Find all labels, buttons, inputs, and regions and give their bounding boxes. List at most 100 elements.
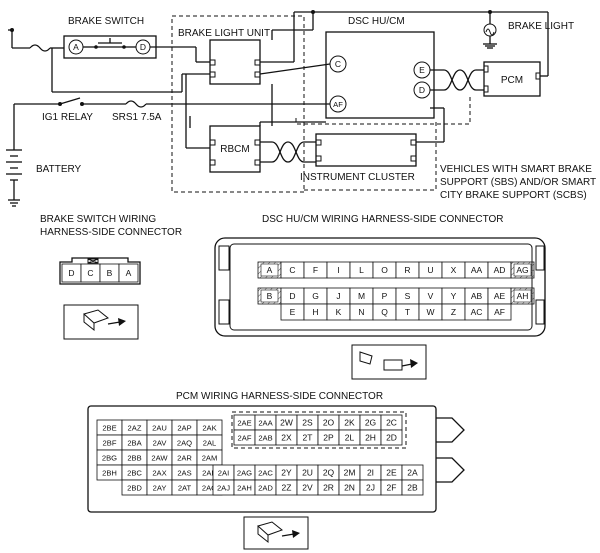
connector-pin-label: 2Y <box>281 468 292 478</box>
connector-pin-label: 2AV <box>153 439 168 448</box>
connector-pin-label: 2X <box>281 433 292 443</box>
pcm-connector-view-icon <box>243 516 309 550</box>
connector-pin-label: H <box>312 307 318 317</box>
rbcm-box <box>209 125 261 173</box>
can-twisted-pair-upper <box>430 69 484 91</box>
connector-pin-label: 2S <box>302 418 313 428</box>
connector-pin-label: 2AB <box>258 434 272 443</box>
connector-pin-label: B <box>107 268 113 278</box>
connector-pin-label: 2B <box>407 483 418 493</box>
connector-pin-label: 2BF <box>103 439 117 448</box>
dsc-connector: DSC HU/CM WIRING HARNESS-SIDE CONNECTOR … <box>214 214 546 380</box>
connector-pin-label: 2AF <box>238 434 252 443</box>
connector-pin-label: F <box>313 265 318 275</box>
connector-pin-label: 2AM <box>202 454 218 463</box>
note-line-2: SUPPORT (SBS) AND/OR SMART <box>440 177 596 188</box>
connector-pin-label: 2AX <box>152 469 166 478</box>
connector-pin-label: 2AK <box>202 424 216 433</box>
brake-switch-connector-title-2: HARNESS-SIDE CONNECTOR <box>40 227 182 238</box>
connector-pin-label: AC <box>471 307 483 317</box>
connector-pin-label: 2BG <box>102 454 117 463</box>
connector-pin-label: U <box>427 265 433 275</box>
connector-pin-label: 2V <box>302 483 313 493</box>
rbcm-twisted-pair-lower <box>260 141 316 163</box>
connector-pin-label: 2U <box>302 468 313 478</box>
connector-pin-label: A <box>267 265 273 275</box>
sbs-scbs-boundary <box>304 122 437 191</box>
connector-pin-label: J <box>336 291 340 301</box>
connector-pin-label: N <box>358 307 364 317</box>
connector-pin-label: 2N <box>344 483 355 493</box>
brake-light-lamp-icon <box>483 23 497 37</box>
connector-pin-label: G <box>312 291 319 301</box>
note-line-3: CITY BRAKE SUPPORT (SCBS) <box>440 190 587 201</box>
connector-pin-label: S <box>405 291 411 301</box>
connector-pin-label: 2T <box>303 433 313 443</box>
brake-light-unit-box <box>209 39 261 85</box>
connector-pin-label: 2J <box>366 483 375 493</box>
connector-pin-label: 2R <box>323 483 334 493</box>
connector-pin-label: 2AC <box>258 469 273 478</box>
svg-text:AF: AF <box>333 100 343 109</box>
connector-pin-label: AB <box>471 291 483 301</box>
connector-pin-cell <box>487 303 512 321</box>
brake-light-label: BRAKE LIGHT <box>508 21 574 32</box>
connector-pin-label: 2A <box>407 468 418 478</box>
connector-pin-label: 2I <box>367 468 374 478</box>
connector-pin-cell <box>401 479 424 496</box>
connector-pin-label: 2AD <box>258 484 273 493</box>
connector-pin-label: 2AI <box>218 469 229 478</box>
srs1-fuse-symbol <box>125 100 147 108</box>
connector-pin-label: 2K <box>344 418 355 428</box>
connector-pin-label: P <box>382 291 388 301</box>
brake-switch-connector-view-icon <box>63 304 139 340</box>
connector-pin-label: 2AH <box>237 484 252 493</box>
connector-pin-label: 2BA <box>127 439 142 448</box>
fuse-symbol <box>29 44 51 52</box>
rbcm-twisted-pair-upper <box>260 141 316 163</box>
instrument-cluster-box <box>315 133 417 167</box>
connector-pin-label: 2F <box>387 483 397 493</box>
connector-pin-label: 2O <box>323 418 335 428</box>
connector-pin-label: 2BE <box>102 424 116 433</box>
connector-pin-label: T <box>405 307 410 317</box>
svg-text:D: D <box>419 85 425 95</box>
dsc-connector-title: DSC HU/CM WIRING HARNESS-SIDE CONNECTOR <box>262 214 504 225</box>
connector-pin-label: M <box>358 291 365 301</box>
connector-pin-label: Q <box>381 307 388 317</box>
connector-pin-label: 2AW <box>151 454 168 463</box>
connector-pin-label: 2AT <box>178 484 192 493</box>
connector-pin-label: 2C <box>386 418 397 428</box>
brake-light-unit-label: BRAKE LIGHT UNIT <box>178 28 270 39</box>
dsc-connector-outline <box>214 237 546 337</box>
connector-pin-label: R <box>404 265 410 275</box>
connector-pin-label: AA <box>471 265 483 275</box>
connector-pin-label: A <box>126 268 132 278</box>
connector-pin-label: 2D <box>386 433 397 443</box>
ig1-relay-label: IG1 RELAY <box>42 112 93 123</box>
connector-pin-label: O <box>381 265 388 275</box>
connector-pin-label: 2BD <box>127 484 142 493</box>
connector-pin-label: 2AE <box>237 419 251 428</box>
connector-pin-label: W <box>426 307 434 317</box>
connector-pin-label: C <box>87 268 93 278</box>
connector-pin-label: 2H <box>365 433 376 443</box>
connector-pin-cell <box>380 429 403 446</box>
svg-text:C: C <box>335 59 341 69</box>
svg-text:D: D <box>140 42 146 52</box>
connector-pin-label: 2M <box>344 468 356 478</box>
brake-switch-connector: BRAKE SWITCH WIRING HARNESS-SIDE CONNECT… <box>40 214 182 340</box>
connector-pin-label: D <box>68 268 74 278</box>
dsc-hu-cm-label: DSC HU/CM <box>348 16 405 27</box>
brake-switch-connector-outline <box>59 257 141 285</box>
connector-pin-label: Y <box>451 291 457 301</box>
brake-switch-connector-title-1: BRAKE SWITCH WIRING <box>40 214 156 225</box>
srs1-fuse-label: SRS1 7.5A <box>112 112 162 123</box>
pcm-label: PCM <box>501 75 523 86</box>
connector-pin-label: 2W <box>280 418 293 428</box>
connector-pin-label: V <box>428 291 434 301</box>
brake-switch-label: BRAKE SWITCH <box>68 16 144 27</box>
rbcm-label: RBCM <box>220 144 249 155</box>
connector-pin-label: 2AU <box>152 424 167 433</box>
